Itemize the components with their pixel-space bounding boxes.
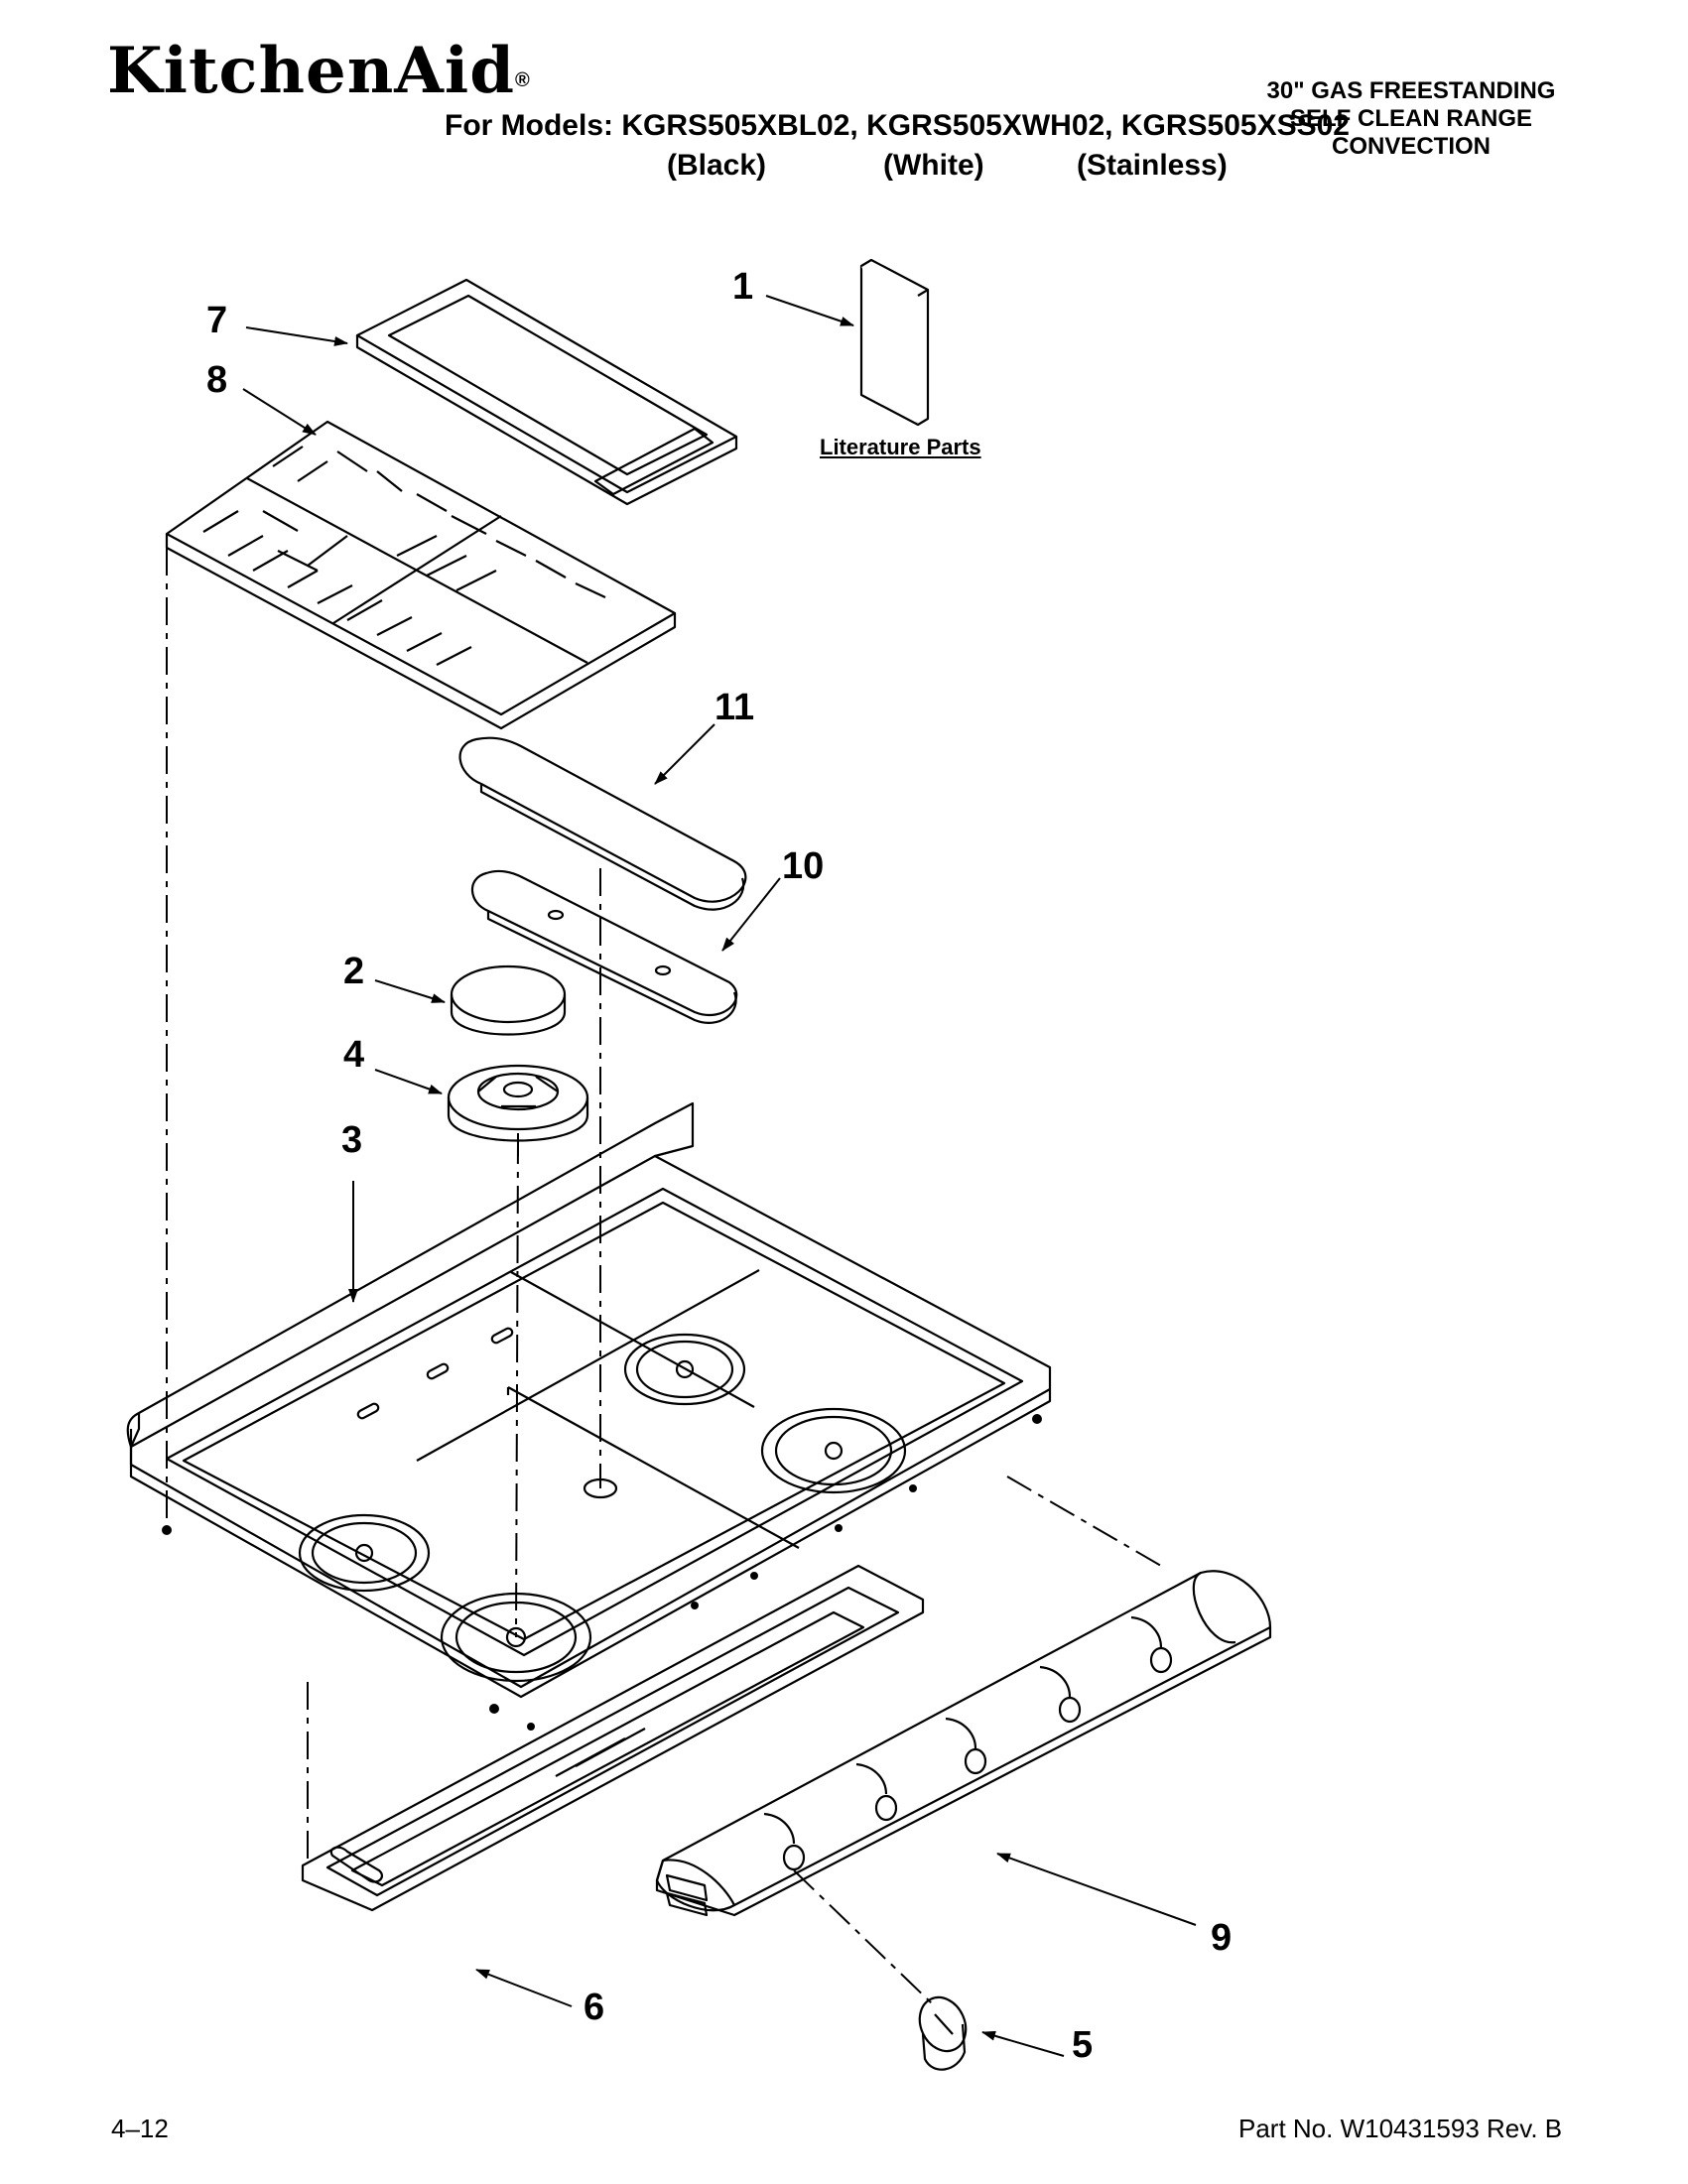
description-line-2: SELF CLEAN RANGE — [1289, 105, 1532, 132]
leader-arrows — [242, 295, 1197, 2057]
center-grate — [458, 736, 747, 911]
control-knob — [918, 1995, 968, 2071]
registered-mark: ® — [514, 69, 531, 91]
callout-4: 4 — [343, 1034, 365, 1076]
description-line-3: CONVECTION — [1331, 133, 1491, 160]
center-plate — [470, 869, 738, 1024]
brand-name: KitchenAid — [107, 34, 515, 108]
callout-5: 5 — [1072, 2024, 1094, 2066]
alignment-lines — [166, 548, 1162, 2005]
literature-parts-label: Literature Parts — [820, 435, 981, 459]
callout-11: 11 — [714, 687, 755, 728]
variant-white: (White) — [883, 149, 984, 182]
part-number: Part No. W10431593 Rev. B — [1238, 2114, 1563, 2143]
variant-stainless: (Stainless) — [1077, 149, 1228, 182]
callout-2: 2 — [343, 951, 365, 992]
literature-booklet — [859, 258, 930, 427]
models-line: For Models: KGRS505XBL02, KGRS505XWH02, … — [445, 109, 1350, 142]
griddle — [355, 278, 738, 506]
callout-10: 10 — [782, 845, 825, 887]
brand-logo: KitchenAid® — [107, 40, 531, 103]
page-number: 4–12 — [111, 2114, 169, 2143]
callout-9: 9 — [1211, 1917, 1233, 1959]
variant-black: (Black) — [667, 149, 767, 182]
product-description: 30" GAS FREESTANDING SELF CLEAN RANGE CO… — [1252, 77, 1570, 161]
callout-1: 1 — [732, 266, 754, 308]
callout-3: 3 — [341, 1119, 363, 1161]
callout-7: 7 — [206, 300, 228, 341]
burner-grates — [165, 420, 677, 730]
control-panel — [655, 1570, 1272, 1917]
manifold-panel — [301, 1564, 925, 1912]
burner-cap — [450, 964, 567, 1036]
burner-base — [447, 1064, 589, 1142]
cooktop — [126, 1101, 1052, 1731]
callout-8: 8 — [206, 359, 228, 401]
description-line-1: 30" GAS FREESTANDING — [1266, 77, 1556, 104]
callout-6: 6 — [584, 1987, 605, 2028]
